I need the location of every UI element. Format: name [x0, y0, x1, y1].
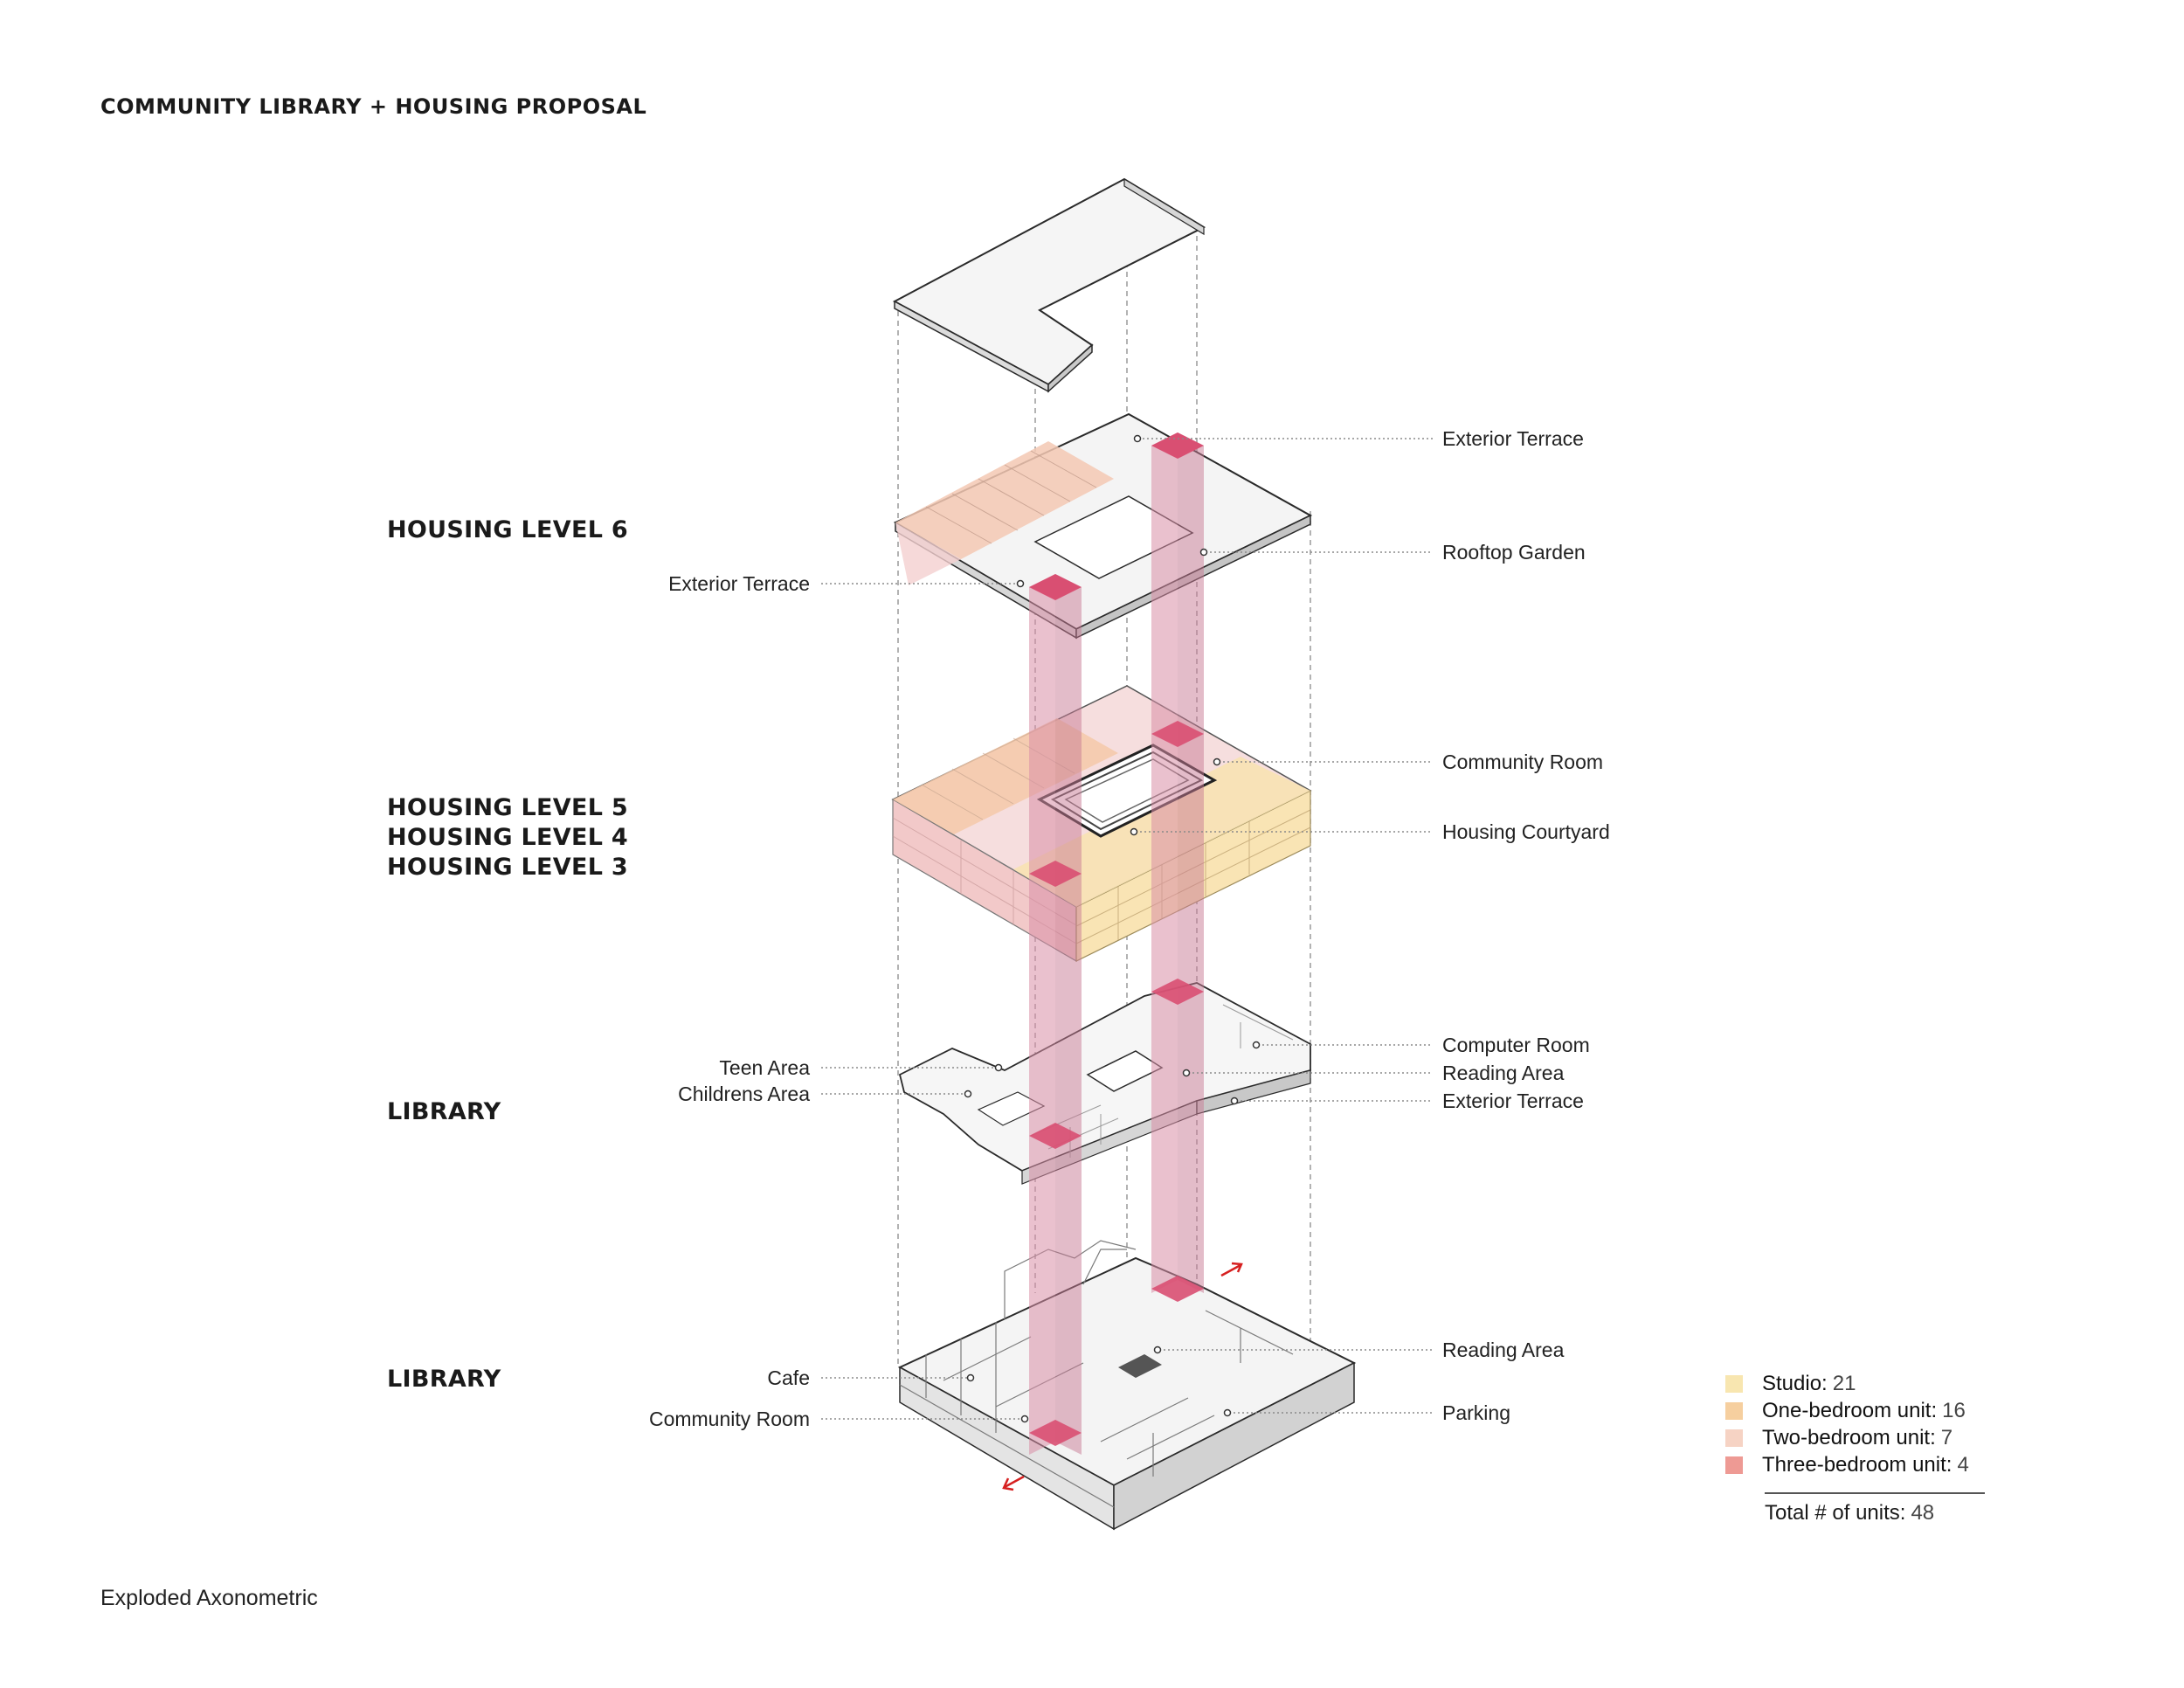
library-level-2-plate: [898, 982, 1311, 1185]
label-cafe: Cafe: [767, 1366, 810, 1389]
level-label-housing-3: HOUSING LEVEL 3: [387, 854, 629, 881]
label-childrens-area: Childrens Area: [678, 1083, 810, 1105]
label-rooftop-garden: Rooftop Garden: [1442, 541, 1586, 564]
label-housing-courtyard: Housing Courtyard: [1442, 820, 1610, 843]
legend-value: 4: [1957, 1452, 1969, 1477]
label-parking: Parking: [1442, 1401, 1510, 1424]
label-community-room-l1: Community Room: [648, 1408, 810, 1430]
legend-total: Total # of units: 48: [1765, 1501, 1987, 1525]
label-community-room-l5: Community Room: [1442, 751, 1604, 773]
roof-slab: [892, 177, 1206, 393]
legend-label: Two-bedroom unit:: [1762, 1425, 1936, 1449]
legend-label: One-bedroom unit:: [1762, 1398, 1938, 1422]
leader-dots: [964, 434, 1261, 1423]
unit-legend: Studio: 21 One-bedroom unit: 16 Two-bedr…: [1725, 1370, 1987, 1525]
legend-divider: [1765, 1492, 1985, 1494]
legend-total-value: 48: [1911, 1501, 1935, 1525]
legend-total-label: Total # of units:: [1765, 1501, 1906, 1525]
legend-item-three-bedroom: Three-bedroom unit: 4: [1725, 1451, 1987, 1478]
legend-value: 7: [1940, 1425, 1953, 1449]
legend-item-two-bedroom: Two-bedroom unit: 7: [1725, 1424, 1987, 1451]
legend-swatch-two-bedroom: [1725, 1429, 1743, 1447]
level-label-housing-5: HOUSING LEVEL 5: [387, 794, 629, 821]
circulation-core-left: [1029, 574, 1082, 1455]
entry-arrow-sw: [1002, 1475, 1025, 1491]
leader-lines: [821, 438, 1433, 1420]
label-exterior-terrace-l2: Exterior Terrace: [1442, 1090, 1584, 1112]
legend-value: 16: [1942, 1398, 1966, 1422]
label-reading-area-l1: Reading Area: [1442, 1339, 1565, 1361]
legend-label: Three-bedroom unit:: [1762, 1452, 1952, 1477]
label-reading-area-l2: Reading Area: [1442, 1062, 1565, 1084]
level-label-library-upper: LIBRARY: [387, 1098, 501, 1125]
legend-item-studio: Studio: 21: [1725, 1370, 1987, 1397]
figure-caption: Exploded Axonometric: [100, 1586, 318, 1610]
housing-level-6-plate: [893, 412, 1313, 640]
legend-swatch-studio: [1725, 1374, 1743, 1393]
legend-swatch-one-bedroom: [1725, 1401, 1743, 1420]
level-label-housing-4: HOUSING LEVEL 4: [387, 824, 629, 851]
label-exterior-terrace-l6-right: Exterior Terrace: [1442, 427, 1584, 450]
library-level-1-plate: [897, 1240, 1357, 1531]
label-teen-area: Teen Area: [719, 1056, 810, 1079]
entry-arrow-ne: [1220, 1262, 1243, 1277]
level-label-library-ground: LIBRARY: [387, 1366, 501, 1393]
legend-value: 21: [1832, 1371, 1856, 1395]
page-title: COMMUNITY LIBRARY + HOUSING PROPOSAL: [100, 94, 647, 119]
level-label-housing-6: HOUSING LEVEL 6: [387, 516, 629, 543]
label-exterior-terrace-l6-left: Exterior Terrace: [668, 572, 810, 595]
housing-levels-3-5-block: [891, 685, 1312, 963]
circulation-core-right: [1151, 432, 1204, 1302]
label-computer-room: Computer Room: [1442, 1034, 1590, 1056]
legend-item-one-bedroom: One-bedroom unit: 16: [1725, 1397, 1987, 1424]
legend-label: Studio:: [1762, 1371, 1828, 1395]
legend-swatch-three-bedroom: [1725, 1456, 1743, 1474]
